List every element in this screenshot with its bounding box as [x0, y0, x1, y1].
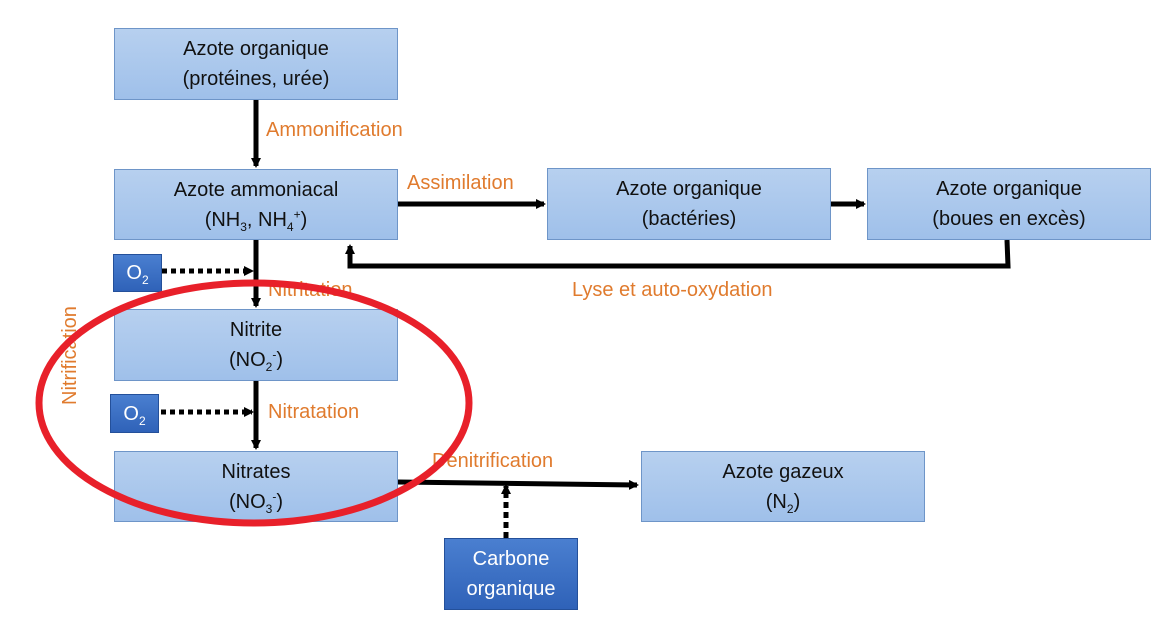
label-nitratation: Nitratation [268, 401, 360, 423]
node-nitrates: Nitrates (NO3-) [114, 451, 398, 522]
node-nitrite-line1: Nitrite [229, 319, 283, 341]
label-ammonification: Ammonification [266, 119, 403, 141]
node-o2-top-text: O2 [126, 262, 149, 287]
node-azote-organique-boues: Azote organique (boues en excès) [867, 168, 1151, 240]
node-carbone-line2: organique [466, 578, 556, 600]
node-azote-organique-line2: (protéines, urée) [182, 68, 330, 90]
node-gazeux-line2: (N2) [765, 490, 801, 516]
node-nitrates-line2: (NO3-) [228, 488, 284, 516]
node-o2-top: O2 [113, 254, 162, 292]
node-azote-ammoniacal: Azote ammoniacal (NH3, NH4+) [114, 169, 398, 240]
node-nitrite: Nitrite (NO2-) [114, 309, 398, 381]
node-o2-bottom: O2 [110, 394, 159, 433]
node-bacteries-line1: Azote organique [616, 178, 762, 200]
label-lyse: Lyse et auto-oxydation [572, 279, 773, 301]
arrow-lyse-path [345, 239, 1011, 269]
node-azote-ammoniacal-line2: (NH3, NH4+) [204, 206, 308, 234]
node-azote-ammoniacal-line1: Azote ammoniacal [173, 178, 339, 201]
node-carbone-line1: Carbone [472, 548, 550, 570]
node-o2-bottom-text: O2 [123, 402, 146, 428]
node-boues-line2: (boues en excès) [932, 208, 1086, 230]
node-nitrates-line1: Nitrates [221, 460, 291, 483]
node-azote-organique-line1: Azote organique [183, 38, 329, 60]
node-gazeux-line1: Azote gazeux [722, 460, 844, 483]
node-nitrite-line2: (NO2-) [228, 347, 284, 374]
node-azote-gazeux: Azote gazeux (N2) [641, 451, 925, 522]
node-bacteries-line2: (bactéries) [641, 208, 737, 230]
node-carbone-organique: Carbone organique [444, 538, 578, 610]
node-azote-organique-bacteries: Azote organique (bactéries) [547, 168, 831, 240]
arrow-denitrification [397, 479, 639, 490]
label-nitrification: Nitrification [59, 306, 81, 405]
label-nitritation: Nitritation [268, 279, 353, 301]
label-denitrification: Denitrification [432, 450, 554, 472]
node-boues-line1: Azote organique [936, 178, 1082, 200]
node-azote-organique: Azote organique (protéines, urée) [114, 28, 398, 100]
label-assimilation: Assimilation [407, 172, 514, 194]
